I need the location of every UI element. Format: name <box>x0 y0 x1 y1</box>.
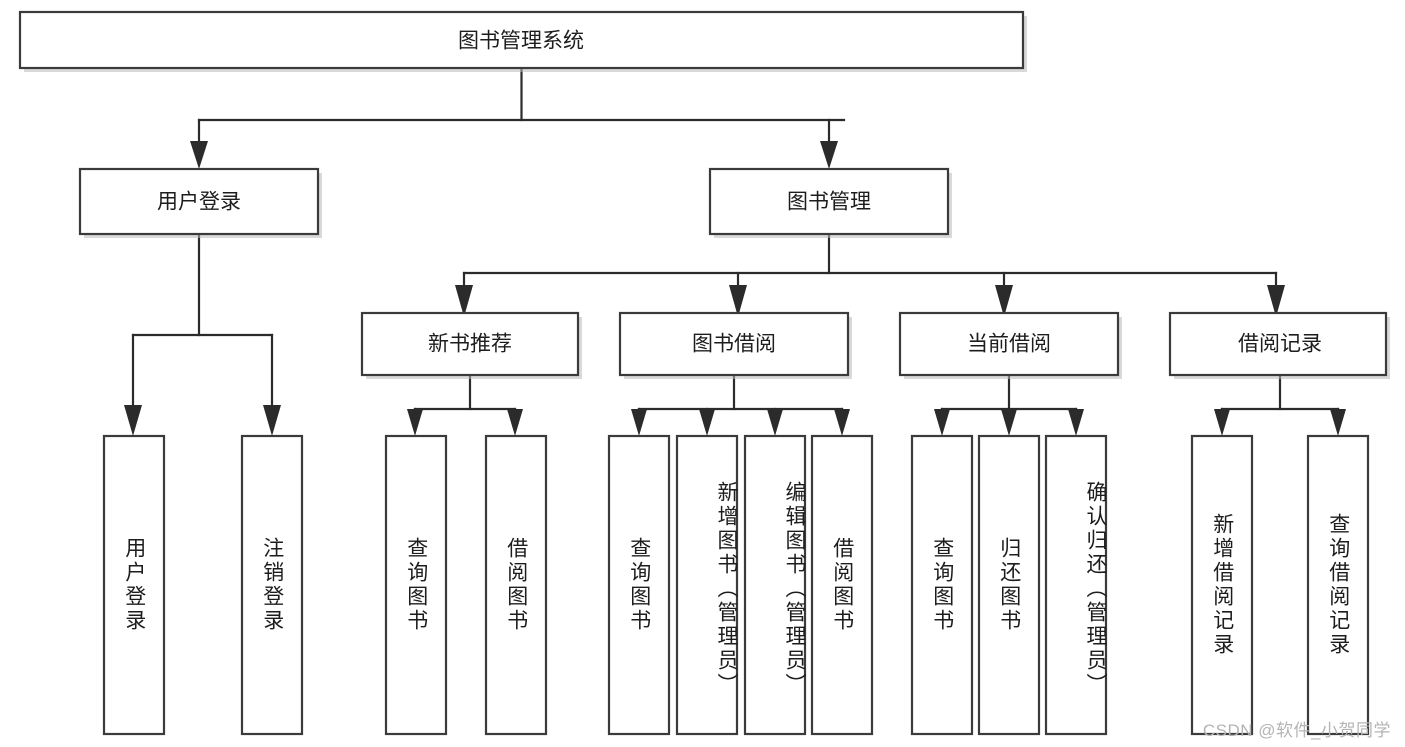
box-leaf-logout[interactable] <box>240 434 304 736</box>
leaf-label-user-login: 用户登录 <box>122 537 146 633</box>
arrow-newbookrec-leaf-1 <box>407 409 423 436</box>
box-leaf-add-record[interactable] <box>1190 434 1254 736</box>
arrow-userlogin-leaf-1 <box>124 405 142 436</box>
box-book-borrow[interactable] <box>618 311 850 377</box>
box-new-book-rec[interactable] <box>360 311 580 377</box>
label-borrow-record: 借阅记录 <box>1238 333 1322 356</box>
box-borrow-record[interactable] <box>1168 311 1388 377</box>
leaf-label-add-book: 新增图书（管理员） <box>715 481 738 697</box>
arrow-bookborrow-leaf-3 <box>767 409 783 436</box>
arrow-bookborrow-leaf-1 <box>631 409 647 436</box>
box-root[interactable] <box>18 10 1025 70</box>
box-leaf-query-book-1[interactable] <box>384 434 448 736</box>
arrow-root-to-book-manage <box>820 141 838 169</box>
label-new-book-rec: 新书推荐 <box>428 333 512 356</box>
box-leaf-user-login[interactable] <box>102 434 166 736</box>
leaf-label-edit-book: 编辑图书（管理员） <box>783 481 806 697</box>
leaf-label-query-record: 查询借阅记录 <box>1326 513 1350 657</box>
leaf-label-query-book-2: 查询图书 <box>627 537 651 633</box>
arrow-currentborrow-leaf-2 <box>1001 409 1017 436</box>
leaf-label-borrow-book-1: 借阅图书 <box>504 537 528 633</box>
box-leaf-edit-book[interactable] <box>743 434 807 736</box>
connector-layer <box>124 66 1346 436</box>
leaf-label-confirm-return: 确认归还（管理员） <box>1084 481 1107 697</box>
box-layer <box>18 10 1388 736</box>
box-user-login[interactable] <box>78 167 320 236</box>
leaf-label-logout: 注销登录 <box>260 537 284 633</box>
arrow-bookmanage-borrow-record <box>1267 285 1285 317</box>
leaf-label-add-record: 新增借阅记录 <box>1210 513 1234 657</box>
arrow-currentborrow-leaf-3 <box>1068 409 1084 436</box>
arrow-borrowrecord-leaf-2 <box>1330 409 1346 436</box>
arrow-userlogin-leaf-2 <box>263 405 281 436</box>
leaf-label-query-book-1: 查询图书 <box>404 537 428 633</box>
box-leaf-query-record[interactable] <box>1306 434 1370 736</box>
leaf-label-return-book: 归还图书 <box>997 537 1021 633</box>
label-book-borrow: 图书借阅 <box>692 333 776 356</box>
box-leaf-query-book-2[interactable] <box>607 434 671 736</box>
label-user-login: 用户登录 <box>157 191 241 214</box>
box-current-borrow[interactable] <box>898 311 1120 377</box>
arrow-currentborrow-leaf-1 <box>934 409 950 436</box>
box-leaf-confirm-return[interactable] <box>1044 434 1108 736</box>
leaf-label-query-book-3: 查询图书 <box>930 537 954 633</box>
arrow-bookmanage-current-borrow <box>995 285 1013 317</box>
leaf-label-borrow-book-2: 借阅图书 <box>830 537 854 633</box>
box-leaf-query-book-3[interactable] <box>910 434 974 736</box>
horizontal-label-layer: 图书管理系统 用户登录 图书管理 新书推荐 图书借阅 当前借阅 借阅记录 <box>157 30 1322 356</box>
watermark-text: CSDN @软件_小贺同学 <box>1202 721 1391 740</box>
arrow-root-to-user-login <box>190 141 208 169</box>
label-current-borrow: 当前借阅 <box>967 333 1051 356</box>
arrow-bookborrow-leaf-4 <box>834 409 850 436</box>
arrow-newbookrec-leaf-2 <box>507 409 523 436</box>
box-leaf-borrow-book-1[interactable] <box>484 434 548 736</box>
box-leaf-return-book[interactable] <box>977 434 1041 736</box>
label-book-manage: 图书管理 <box>787 191 871 214</box>
box-leaf-add-book[interactable] <box>675 434 739 736</box>
arrow-borrowrecord-leaf-1 <box>1214 409 1230 436</box>
box-book-manage[interactable] <box>708 167 950 236</box>
arrow-bookmanage-book-borrow <box>729 285 747 317</box>
arrow-bookmanage-new-book-rec <box>455 285 473 317</box>
label-root: 图书管理系统 <box>458 30 584 53</box>
arrow-bookborrow-leaf-2 <box>699 409 715 436</box>
box-leaf-borrow-book-2[interactable] <box>810 434 874 736</box>
